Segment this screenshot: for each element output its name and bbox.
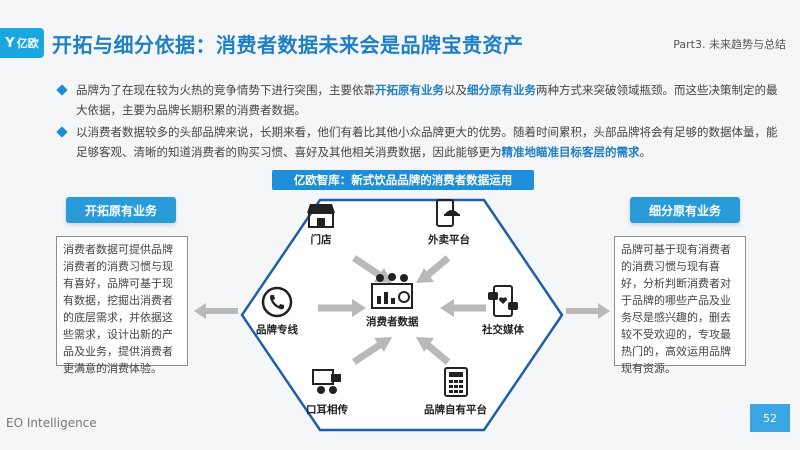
diamond-bullet-icon <box>56 126 68 138</box>
node-store: 门店 <box>306 202 336 247</box>
node-own-platform: 品牌自有平台 <box>424 366 487 417</box>
node-label: 品牌自有平台 <box>424 404 487 416</box>
left-panel-title: 开拓原有业务 <box>66 197 176 223</box>
logo-y-icon: Y <box>5 35 15 51</box>
node-delivery: 外卖平台 <box>428 198 470 247</box>
bullet-text: 品牌为了在现在较为火热的竞争情势下进行突围，主要依靠 <box>76 83 375 97</box>
bullet-highlight: 细分原有业务 <box>467 83 536 97</box>
logo-text: 亿欧 <box>16 37 39 50</box>
diagram-banner: 亿欧智库：新式饮品品牌的消费者数据运用 <box>272 170 534 190</box>
bullet-list: 品牌为了在现在较为火热的竞争情势下进行突围，主要依靠开拓原有业务以及细分原有业务… <box>56 80 778 164</box>
calculator-app-icon <box>443 366 469 398</box>
bullet-text: 以及 <box>444 83 467 97</box>
diamond-bullet-icon <box>56 84 68 96</box>
bullet-text: 以消费者数据较多的头部品牌来说，长期来看，他们有着比其他小众品牌更大的优势。随着… <box>76 125 778 159</box>
bullet-item: 以消费者数据较多的头部品牌来说，长期来看，他们有着比其他小众品牌更大的优势。随着… <box>56 122 778 162</box>
node-label: 外卖平台 <box>428 234 470 246</box>
left-arrow <box>194 303 238 319</box>
store-icon <box>306 202 336 228</box>
arrowhead-delivery <box>416 268 434 283</box>
node-label: 口耳相传 <box>306 404 348 416</box>
arrowhead-social <box>440 299 454 317</box>
social-media-icon <box>486 284 520 318</box>
part-label: Part3. 未来趋势与总结 <box>673 38 786 51</box>
page-number: 52 <box>750 404 790 432</box>
logo: Y 亿欧 <box>0 28 44 58</box>
hexagon-outline <box>240 198 564 432</box>
node-label: 社交媒体 <box>482 324 524 336</box>
arrowhead-word <box>374 337 392 352</box>
page-title: 开拓与细分依据：消费者数据未来会是品牌宝贵资产 <box>52 33 524 57</box>
node-center: 消费者数据 <box>366 272 419 329</box>
node-label: 品牌专线 <box>256 324 298 336</box>
arrowhead-own <box>416 337 434 352</box>
node-label: 门店 <box>310 234 332 246</box>
arrow-word <box>352 339 386 365</box>
header: Y 亿欧 开拓与细分依据：消费者数据未来会是品牌宝贵资产 Part3. 未来趋势… <box>0 0 800 72</box>
right-panel-title: 细分原有业务 <box>630 197 740 223</box>
right-panel-body: 品牌可基于现有消费者的消费习惯与现有喜好，分析判断消费者对于品牌的哪些产品及业务… <box>614 236 746 375</box>
data-analytics-icon <box>368 272 416 310</box>
right-arrow <box>566 303 610 319</box>
left-panel-body: 消费者数据可提供品牌消费者的消费习惯与现有喜好，品牌可基于现有数据，挖掘出消费者… <box>56 236 188 375</box>
bullet-highlight: 精准地瞄准目标客层的需求 <box>501 145 640 159</box>
bullet-highlight: 开拓原有业务 <box>375 83 444 97</box>
phone-icon <box>261 286 293 318</box>
node-hotline: 品牌专线 <box>256 286 298 337</box>
node-word-of-mouth: 口耳相传 <box>306 368 348 417</box>
bullet-item: 品牌为了在现在较为火热的竞争情势下进行突围，主要依靠开拓原有业务以及细分原有业务… <box>56 80 778 120</box>
node-social: 社交媒体 <box>482 284 524 337</box>
bullet-text: 。 <box>639 145 652 159</box>
center-label: 消费者数据 <box>366 316 419 328</box>
delivery-phone-icon <box>435 198 463 228</box>
arrowhead-hotline <box>352 299 366 317</box>
word-of-mouth-icon <box>311 368 343 398</box>
footer-brand: EO Intelligence <box>6 416 97 430</box>
bullet-text: 两种方式来突破领域瓶颈。而这些决策制定的最大依据，主要为品牌长期积累的消费者数据… <box>76 83 778 117</box>
